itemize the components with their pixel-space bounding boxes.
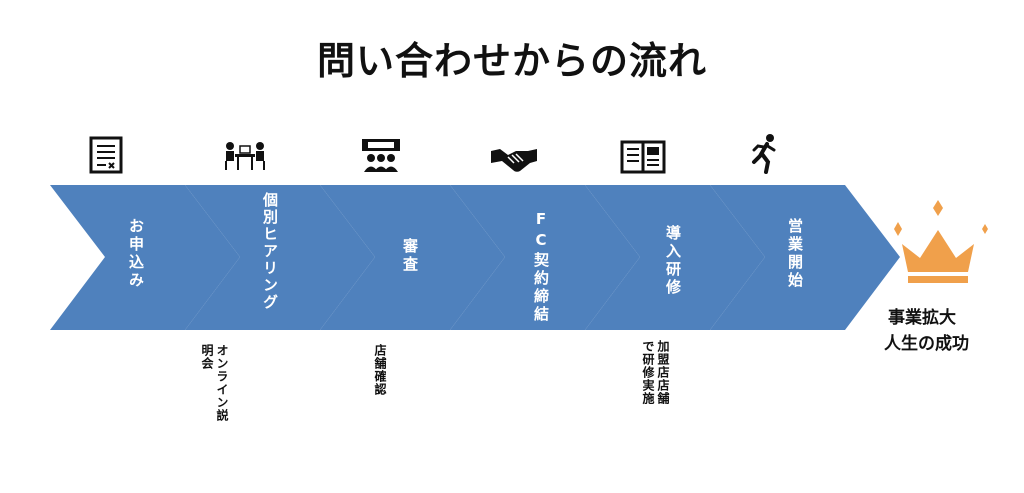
- result-line-2: 人生の成功: [884, 334, 969, 354]
- presentation-icon: [362, 139, 400, 172]
- step-4-label: FC契約締結: [532, 210, 550, 324]
- chevron-step-6: [710, 185, 900, 330]
- handshake-icon: [491, 149, 537, 172]
- step-3-label: 審査: [401, 238, 419, 274]
- document-icon: [89, 136, 123, 174]
- chevron-step-5: [585, 185, 765, 330]
- meeting-icon: [225, 142, 265, 170]
- crown-icon: [894, 200, 988, 283]
- chevron-step-3: [320, 185, 505, 330]
- step-5-note: 加盟店店舗で研修実施: [641, 340, 670, 405]
- step-3-note: 店舗確認: [373, 344, 387, 396]
- step-2-label: 個別ヒアリング: [261, 192, 279, 311]
- chevron-step-4: [450, 185, 640, 330]
- running-person-icon: [752, 134, 776, 174]
- step-5-label: 導入研修: [664, 225, 682, 297]
- page-title: 問い合わせからの流れ: [316, 39, 707, 83]
- book-icon: [620, 140, 666, 174]
- step-6-label: 営業開始: [786, 218, 804, 290]
- chevron-step-1: [50, 185, 240, 330]
- chevron-step-2: [185, 185, 375, 330]
- result-line-1: 事業拡大: [888, 308, 956, 328]
- step-2-note: オンライン説明会: [200, 344, 229, 422]
- result-text: 事業拡大 人生の成功: [884, 305, 1024, 357]
- step-1-label: お申込み: [127, 218, 145, 290]
